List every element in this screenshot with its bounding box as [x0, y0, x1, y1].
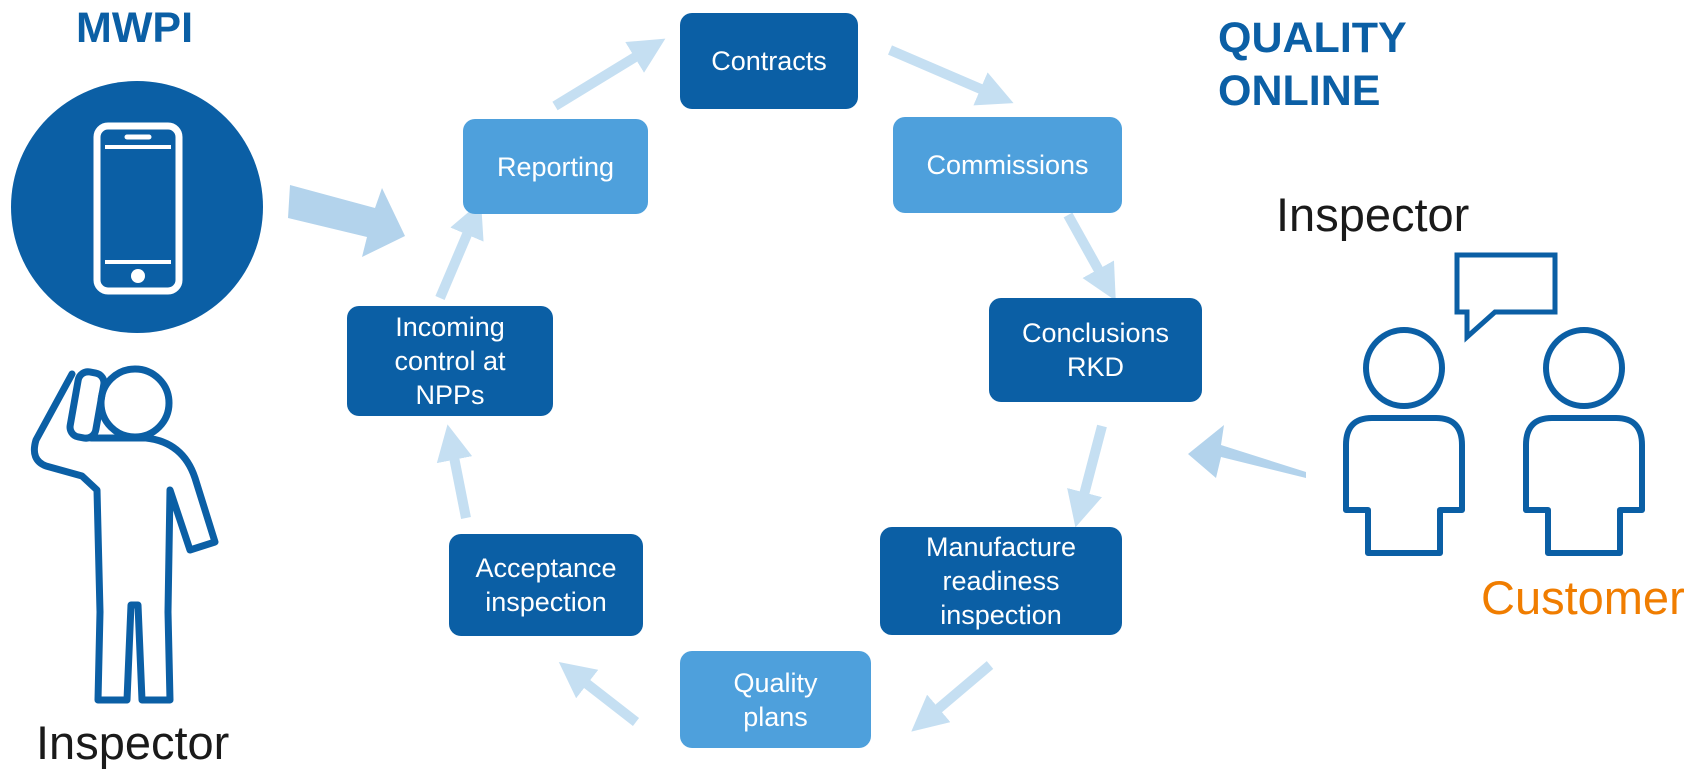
smartphone-icon: [11, 81, 263, 333]
person-icon: [1343, 327, 1465, 556]
mwpi-label: MWPI: [76, 4, 194, 52]
customer-label: Customer: [1481, 571, 1685, 624]
inspector-right-label: Inspector: [1276, 188, 1470, 241]
inspector-left-label: Inspector: [36, 716, 230, 769]
reporting-box: Reporting: [463, 119, 648, 214]
cycle-arrow-manufacture-quality: [911, 661, 994, 732]
cycle-arrow-incoming-reporting: [435, 201, 484, 300]
big-arrow-mwpi-in: [288, 185, 405, 257]
manufacture-readiness-box: Manufacture readiness inspection: [880, 527, 1122, 635]
person-icon: [1523, 327, 1645, 556]
cycle-arrow-quality-acceptance: [558, 661, 640, 726]
cycle-arrow-conclusions-manufacture: [1067, 424, 1107, 528]
incoming-control-box: Incoming control at NPPs: [347, 306, 553, 416]
person-phone-icon: [30, 365, 219, 704]
quality-plans-box: Quality plans: [680, 651, 871, 748]
cycle-arrow-commissions-conclusions: [1063, 212, 1116, 301]
contracts-box: Contracts: [680, 13, 858, 109]
big-arrow-quality-online-in: [1188, 425, 1306, 478]
commissions-box: Commissions: [893, 117, 1122, 213]
speech-bubble-icon: [1454, 252, 1558, 343]
acceptance-inspection-box: Acceptance inspection: [449, 534, 643, 636]
cycle-arrow-acceptance-incoming: [436, 424, 473, 519]
cycle-arrow-contracts-commissions: [888, 45, 1014, 106]
quality-online-label: QUALITY ONLINE: [1218, 14, 1407, 115]
conclusions-rkd-box: Conclusions RKD: [989, 298, 1202, 402]
cycle-arrow-reporting-contracts: [552, 38, 666, 111]
